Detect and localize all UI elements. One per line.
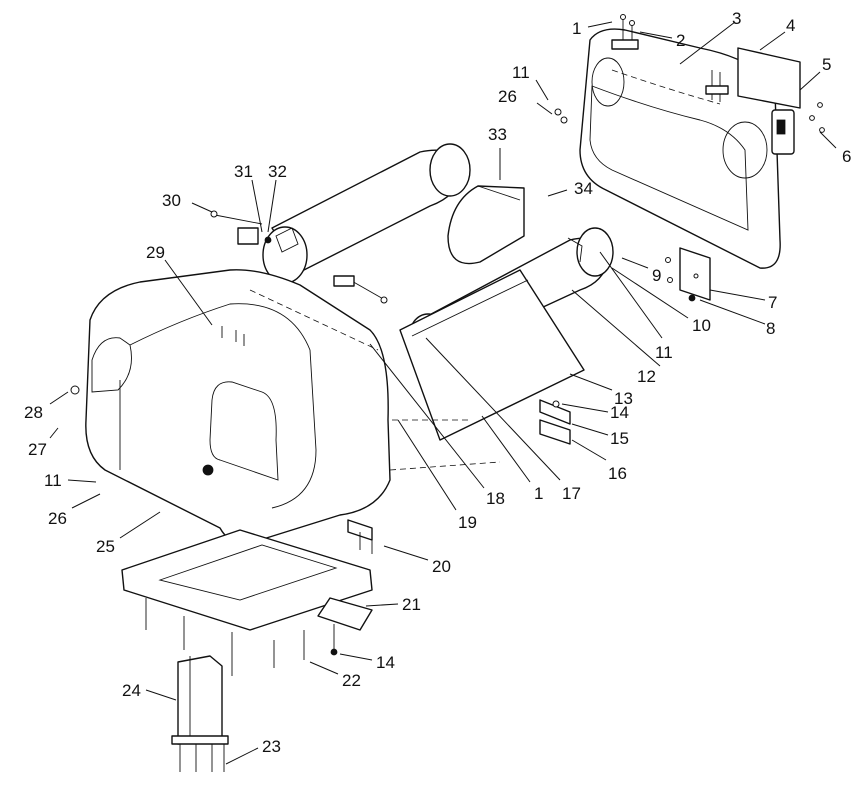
callout-19: 19: [458, 513, 477, 532]
callout-9: 9: [652, 266, 661, 285]
top-brackets: [554, 14, 729, 124]
shaft-bearing: [210, 210, 272, 245]
callout-14b: 14: [376, 653, 395, 672]
floor-plate: [399, 269, 585, 441]
callout-11c: 11: [44, 471, 62, 490]
callout-17: 17: [562, 484, 581, 503]
callout-21: 21: [402, 595, 421, 614]
upper-roller: [262, 143, 471, 304]
callout-30: 30: [162, 191, 181, 210]
decal: [737, 47, 801, 109]
callout-11b: 11: [655, 343, 673, 362]
spacers: [539, 399, 571, 445]
side-plate: [665, 247, 711, 302]
callout-32: 32: [268, 162, 287, 181]
hood-bolts: [221, 326, 245, 346]
callout-7: 7: [768, 293, 777, 312]
callout-10: 10: [692, 316, 711, 335]
callout-34: 34: [574, 179, 593, 198]
callout-22: 22: [342, 671, 361, 690]
callout-24: 24: [122, 681, 141, 700]
callout-labels: 1 2 3 4 5 6 11 26 33 34 31 32 30 29 9 7 …: [24, 9, 851, 756]
callout-27: 27: [28, 440, 47, 459]
callout-23: 23: [262, 737, 281, 756]
callout-26: 26: [498, 87, 517, 106]
belt-guard: [447, 185, 525, 265]
callout-1b: 1: [534, 484, 543, 503]
callout-4: 4: [786, 16, 795, 35]
callout-8: 8: [766, 319, 775, 338]
callout-33: 33: [488, 125, 507, 144]
leg: [171, 655, 229, 772]
callout-15: 15: [610, 429, 629, 448]
callout-3: 3: [732, 9, 741, 28]
switch-box: [771, 102, 825, 155]
callout-14: 14: [610, 403, 629, 422]
callout-13: 13: [614, 389, 633, 408]
callout-1: 1: [572, 19, 581, 38]
callout-2: 2: [676, 31, 685, 50]
base-frame: [121, 519, 373, 631]
callout-26b: 26: [48, 509, 67, 528]
leader-lines: [49, 21, 837, 765]
main-hood: [70, 269, 501, 544]
callout-29: 29: [146, 243, 165, 262]
callout-31: 31: [234, 162, 253, 181]
callout-16: 16: [608, 464, 627, 483]
callout-12: 12: [637, 367, 656, 386]
callout-6: 6: [842, 147, 851, 166]
callout-11: 11: [512, 63, 530, 82]
frame-bolts: [145, 598, 338, 676]
callout-28: 28: [24, 403, 43, 422]
callout-25: 25: [96, 537, 115, 556]
callout-18: 18: [486, 489, 505, 508]
callout-5: 5: [822, 55, 831, 74]
callout-20: 20: [432, 557, 451, 576]
